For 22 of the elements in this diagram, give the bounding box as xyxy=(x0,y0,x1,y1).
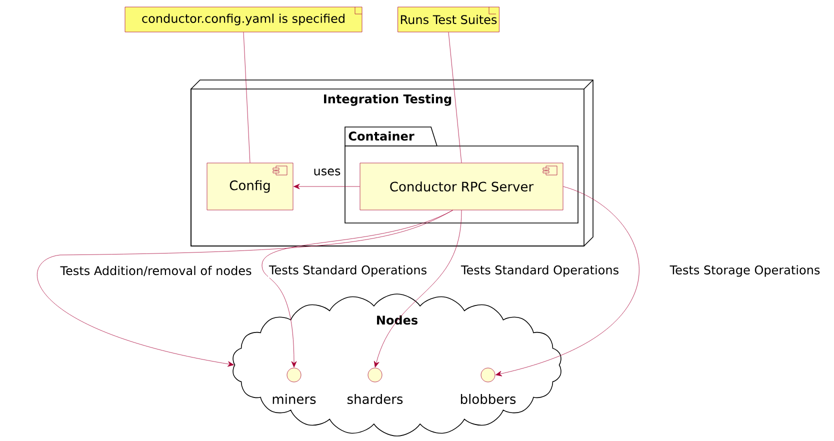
interface-circle xyxy=(368,368,382,382)
leader-line xyxy=(243,32,250,163)
component-box: Conductor RPC Server xyxy=(360,162,564,210)
node-label: Container xyxy=(348,131,414,141)
interface-circle xyxy=(480,368,496,382)
note: Runs Test Suites xyxy=(398,6,500,32)
arrow xyxy=(374,210,462,368)
arrow xyxy=(294,184,360,190)
edge-label: uses xyxy=(312,168,342,176)
edge-label: Tests Standard Operations xyxy=(460,264,620,278)
edge-label: Tests Storage Operations xyxy=(668,264,822,278)
note: conductor.config.yaml is specified xyxy=(124,6,362,32)
edge-label: Tests Standard Operations xyxy=(268,264,428,278)
edge-label: Tests Addition/removal of nodes xyxy=(59,264,253,278)
leader-line xyxy=(448,32,462,163)
component-box: Config xyxy=(206,162,294,210)
node-label: sharders xyxy=(347,394,403,404)
arrow xyxy=(496,186,640,376)
node-label: miners xyxy=(272,394,316,404)
arrow xyxy=(262,210,454,368)
interface-circle xyxy=(286,368,302,382)
node-label: blobbers xyxy=(460,394,516,404)
